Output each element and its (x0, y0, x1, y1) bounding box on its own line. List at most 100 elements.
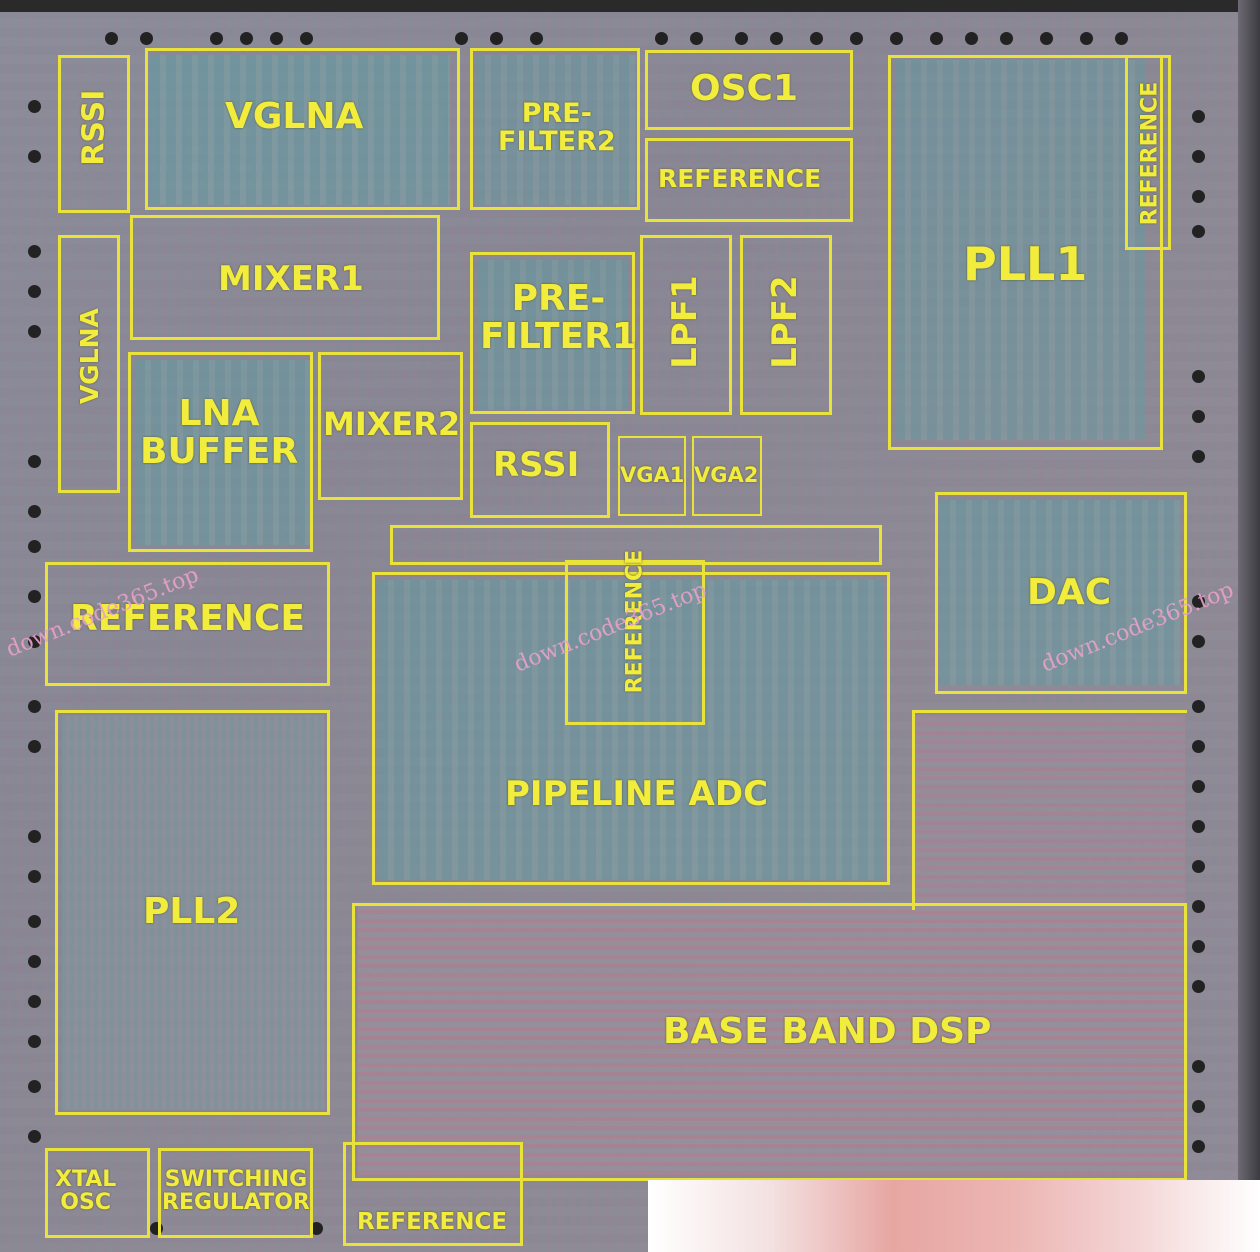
bond-pad (140, 32, 153, 45)
bond-pad (1192, 1140, 1205, 1153)
bond-pad (28, 505, 41, 518)
bond-pad (1192, 110, 1205, 123)
bond-pad (28, 100, 41, 113)
reference-right-frame (1125, 55, 1171, 250)
bond-pad (455, 32, 468, 45)
label-pll2: PLL2 (143, 891, 241, 932)
bond-pad (1192, 900, 1205, 913)
bond-pad (28, 150, 41, 163)
lna-buffer-texture (135, 360, 310, 545)
label-rssi-top: RSSI (76, 89, 112, 166)
bond-pad (490, 32, 503, 45)
label-mixer2: MIXER2 (323, 405, 461, 443)
dac-frame (935, 492, 1187, 694)
bond-pad (28, 455, 41, 468)
bond-pad (735, 32, 748, 45)
prefilter1-frame (470, 252, 635, 414)
mixer2-frame (318, 352, 463, 500)
bond-pad (850, 32, 863, 45)
bond-pad (28, 635, 41, 648)
bond-pad (1192, 450, 1205, 463)
bond-pad (810, 32, 823, 45)
label-pll1: PLL1 (963, 237, 1088, 291)
label-vglna-top: VGLNA (225, 96, 364, 137)
reference-top-frame (645, 138, 853, 222)
die-edge-top (0, 0, 1260, 12)
bond-pad (1192, 635, 1205, 648)
bond-pad (1192, 1060, 1205, 1073)
reference-center-frame (565, 560, 705, 725)
bond-pad (1080, 32, 1093, 45)
xtal-osc-frame (45, 1148, 150, 1238)
bond-pad (28, 1035, 41, 1048)
label-reference-top: REFERENCE (658, 164, 822, 193)
bond-pad (1192, 410, 1205, 423)
bond-pad (530, 32, 543, 45)
bond-pad (28, 590, 41, 603)
bond-pad (1192, 700, 1205, 713)
label-xtal-osc: XTAL OSC (55, 1167, 117, 1216)
pll1-texture (895, 60, 1145, 440)
bond-pad (310, 1222, 323, 1235)
bond-pad (300, 32, 313, 45)
pll2-texture (62, 715, 324, 1110)
bond-pad (1192, 860, 1205, 873)
dsp-upper-frame (912, 710, 1187, 910)
pll2-frame (55, 710, 330, 1115)
bond-pad (690, 32, 703, 45)
base-band-dsp-texture (358, 905, 1188, 1175)
dsp-routing-texture (915, 715, 1185, 915)
label-lna-buffer: LNA BUFFER (140, 393, 299, 472)
bond-pad (1192, 980, 1205, 993)
bond-pad (28, 285, 41, 298)
bond-pad (28, 740, 41, 753)
rssi-mid-frame (470, 422, 610, 518)
bond-pad (1192, 225, 1205, 238)
label-vga2: VGA2 (694, 463, 759, 487)
bond-pad (28, 245, 41, 258)
reference-center-bar-frame (390, 525, 882, 565)
lpf2-frame (740, 235, 832, 415)
label-reference-left: REFERENCE (70, 598, 305, 639)
bond-pad (1115, 32, 1128, 45)
bond-pad (1192, 780, 1205, 793)
bond-pad (28, 325, 41, 338)
die-edge-right (1238, 0, 1260, 1252)
vglna-top-frame (145, 48, 460, 210)
label-rssi-mid: RSSI (493, 445, 580, 485)
label-dac: DAC (1027, 572, 1112, 613)
bond-pad (1192, 1100, 1205, 1113)
bond-pad (965, 32, 978, 45)
vglna-top-texture (150, 55, 450, 205)
label-switching-regulator: SWITCHING REGULATOR (162, 1167, 310, 1216)
bond-pad (1192, 595, 1205, 608)
bond-pad (1192, 820, 1205, 833)
bond-pad (28, 1080, 41, 1093)
label-prefilter2: PRE- FILTER2 (498, 98, 616, 158)
pipeline-adc-frame (372, 572, 890, 885)
base-band-dsp-frame (352, 903, 1187, 1181)
mixer1-frame (130, 215, 440, 340)
label-pipeline-adc: PIPELINE ADC (505, 774, 769, 814)
label-base-band-dsp: BASE BAND DSP (663, 1011, 992, 1052)
dac-texture (940, 500, 1180, 685)
prefilter2-texture (475, 55, 635, 205)
label-osc1: OSC1 (690, 68, 798, 109)
bond-pad (105, 32, 118, 45)
prefilter1-texture (478, 260, 628, 410)
bond-pad (770, 32, 783, 45)
lpf1-frame (640, 235, 732, 415)
rssi-top-frame (58, 55, 130, 213)
bond-pad (1000, 32, 1013, 45)
vga1-frame (618, 436, 686, 516)
bond-pad (1040, 32, 1053, 45)
vglna-left-frame (58, 235, 120, 493)
label-prefilter1: PRE- FILTER1 (480, 278, 637, 357)
bond-pad (28, 540, 41, 553)
pll1-frame (888, 55, 1163, 450)
reference-left-frame (45, 562, 330, 686)
bond-pad (28, 915, 41, 928)
bond-pad (1192, 740, 1205, 753)
bond-pad (28, 830, 41, 843)
vga2-frame (692, 436, 762, 516)
